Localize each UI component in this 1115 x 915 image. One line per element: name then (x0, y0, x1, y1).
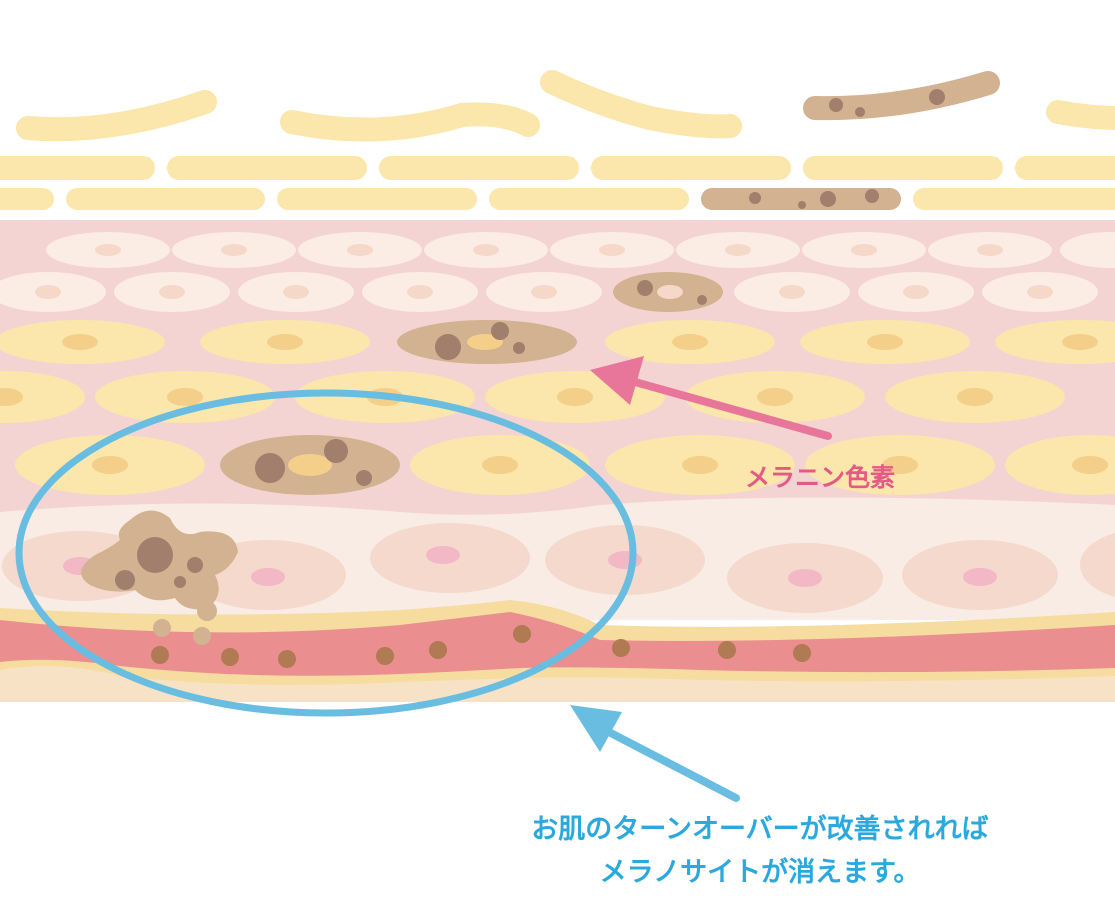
spinous-layer-row-2 (0, 272, 1098, 312)
cell (424, 232, 548, 268)
cell (550, 232, 674, 268)
melanin-granule (278, 650, 296, 668)
cell (676, 232, 800, 268)
cell (486, 272, 602, 312)
horny-cell (0, 156, 155, 180)
cell (1060, 232, 1115, 268)
turnover-caption-line-2: メラノサイトが消えます。 (599, 857, 921, 888)
spinous-layer-row-1 (46, 232, 1115, 268)
cell (362, 272, 478, 312)
cell (734, 272, 850, 312)
horny-cell (489, 188, 689, 210)
cell (298, 232, 422, 268)
cell (46, 232, 170, 268)
melanin-label: メラニン色素 (745, 463, 896, 492)
melanin-dot (798, 201, 806, 209)
melanin-granule (793, 644, 811, 662)
cell (0, 320, 165, 364)
melanin-granule (193, 627, 211, 645)
melanin-cell (220, 435, 400, 495)
horny-layer-row-2 (0, 188, 1115, 210)
melanin-dots (749, 189, 879, 209)
cell (200, 320, 370, 364)
basal-cell (727, 543, 883, 613)
horny-cell (277, 188, 477, 210)
cell (928, 232, 1052, 268)
melanin-dot (865, 189, 879, 203)
melanin-granule (718, 641, 736, 659)
cell (15, 435, 205, 495)
cell (95, 371, 275, 423)
melanin-dot (929, 89, 945, 105)
blue-arrow (570, 705, 740, 802)
cell (995, 320, 1115, 364)
horny-cell-with-melanin (701, 188, 901, 210)
cell (172, 232, 296, 268)
horny-cell (0, 188, 54, 210)
horny-cell (913, 188, 1115, 210)
cell (410, 435, 590, 495)
flaking-cell (280, 102, 540, 142)
melanin-granule (612, 639, 630, 657)
basal-cell (902, 540, 1058, 610)
turnover-caption: お肌のターンオーバーが改善されれば メラノサイトが消えます。 (420, 808, 1100, 894)
flaking-cell (1046, 100, 1115, 130)
cell (238, 272, 354, 312)
melanin-granule (513, 625, 531, 643)
melanocyte (81, 510, 238, 610)
horny-cell (66, 188, 265, 210)
horny-cell (803, 156, 1003, 180)
melanin-dot (137, 537, 173, 573)
cell (605, 435, 795, 495)
flaking-cell (540, 70, 742, 139)
melanin-dots (829, 89, 945, 117)
cell (805, 435, 995, 495)
granular-layer-row-3 (15, 435, 1115, 495)
horny-cell (167, 156, 367, 180)
granular-layer-row-1 (0, 320, 1115, 364)
cell (858, 272, 974, 312)
horny-cell (591, 156, 791, 180)
horny-cell (1015, 156, 1115, 180)
melanin-granule (151, 646, 169, 664)
cell (685, 371, 865, 423)
melanin-dot (855, 107, 865, 117)
melanin-dot (115, 570, 135, 590)
melanin-granule (221, 648, 239, 666)
melanin-cell (397, 320, 577, 364)
cell (1005, 435, 1115, 495)
cell (0, 371, 85, 423)
melanin-dot (820, 191, 836, 207)
dermis (0, 666, 1115, 702)
melanin-dot (749, 192, 761, 204)
melanin-granule (153, 619, 171, 637)
melanin-granules (151, 601, 811, 668)
melanin-granule (429, 641, 447, 659)
cell (800, 320, 970, 364)
horny-layer-row-1 (0, 156, 1115, 180)
cell (605, 320, 775, 364)
basal-cell (370, 523, 530, 593)
melanin-granule (376, 647, 394, 665)
cell (114, 272, 230, 312)
pink-arrow (590, 356, 832, 440)
cell (982, 272, 1098, 312)
highlight-ellipse (15, 389, 637, 717)
melanin-granule (197, 601, 217, 621)
melanin-dot (829, 98, 843, 112)
melanin-cell (613, 272, 723, 312)
basal-cell (1080, 533, 1115, 597)
horny-layer (0, 70, 1115, 210)
cell (885, 371, 1065, 423)
turnover-caption-line-1: お肌のターンオーバーが改善されれば (531, 814, 989, 845)
melanin-dot (187, 557, 203, 573)
flaking-cell (16, 90, 217, 142)
cell (0, 272, 106, 312)
melanin-dot (174, 576, 186, 588)
cell (802, 232, 926, 268)
horny-cell (379, 156, 579, 180)
